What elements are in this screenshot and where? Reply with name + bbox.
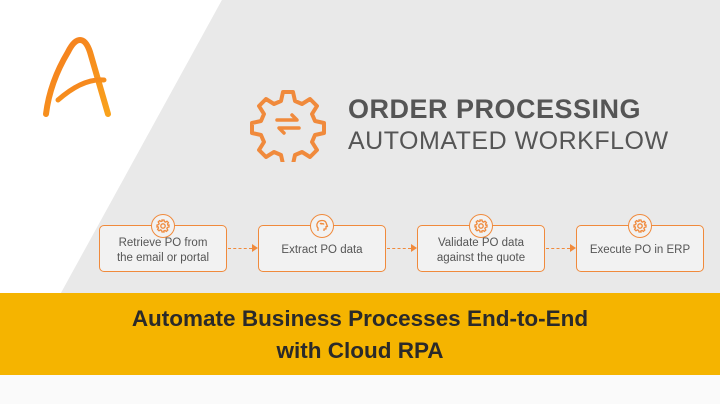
headline-banner: Automate Business Processes End-to-End w… [0,293,720,375]
flow-arrow-icon [411,244,417,252]
banner-headline: Automate Business Processes End-to-End [131,306,589,331]
flow-arrow-icon [570,244,576,252]
workflow-step-execute: Execute PO in ERP [576,214,704,272]
workflow-step-label: Retrieve PO from the email or portal [116,236,210,264]
bottom-strip [0,375,720,404]
automation-anywhere-logo-icon [43,37,111,117]
diagram-title: ORDER PROCESSING [348,94,642,124]
flow-connector [387,248,411,249]
workflow-step-extract: Extract PO data [258,214,386,272]
gear-icon [151,214,175,238]
flow-connector [228,248,252,249]
workflow-step-retrieve: Retrieve PO from the email or portal [99,214,227,272]
banner-subheadline: with Cloud RPA [276,338,444,363]
flow-arrow-icon [252,244,258,252]
flow-connector [546,248,570,249]
gear-icon [628,214,652,238]
workflow-step-validate: Validate PO data against the quote [417,214,545,272]
workflow-step-label: Extract PO data [281,244,363,256]
diagram-subtitle: AUTOMATED WORKFLOW [348,127,669,155]
brain-head-icon [310,214,334,238]
workflow-step-label: Validate PO data against the quote [436,236,526,264]
gear-with-cycle-arrows-icon [250,90,326,162]
workflow-step-label: Execute PO in ERP [589,244,691,256]
gear-icon [469,214,493,238]
